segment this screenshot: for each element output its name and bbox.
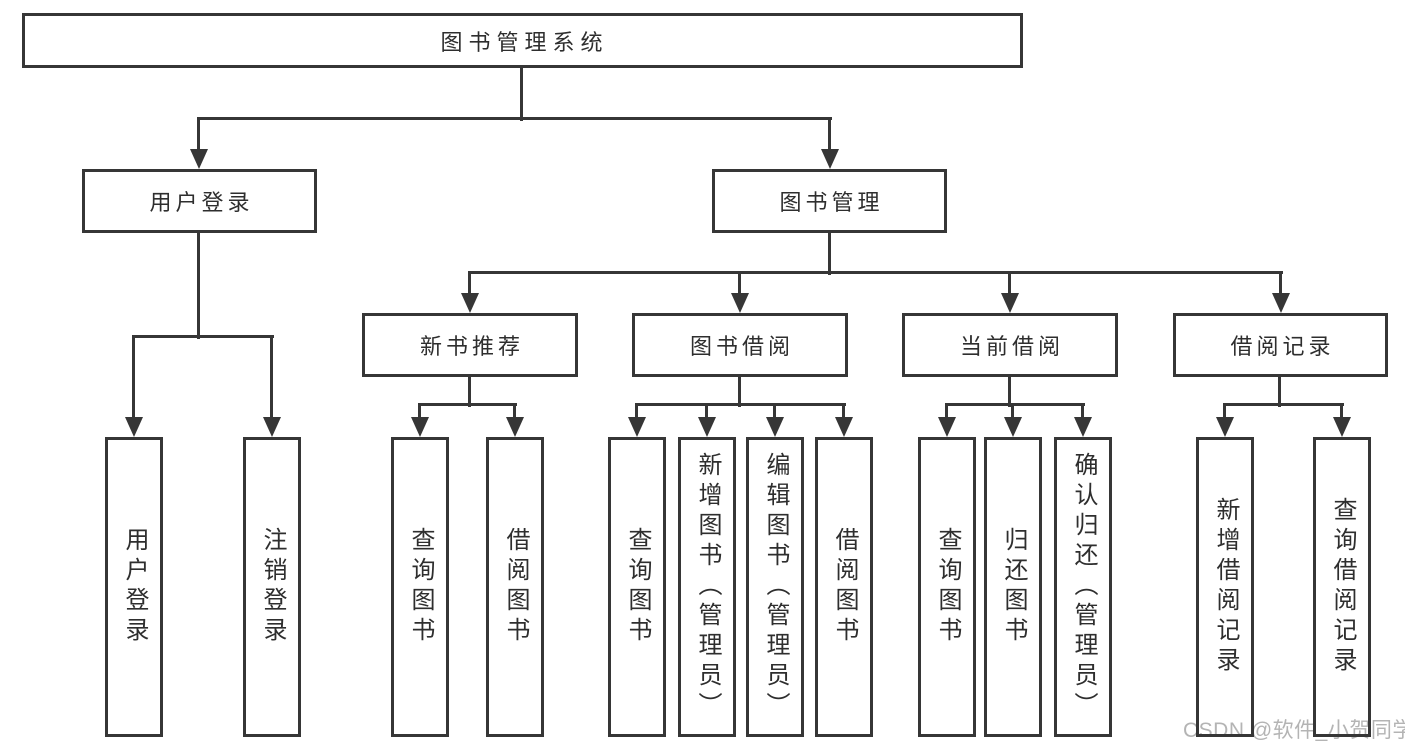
arrowhead-down-icon	[125, 417, 143, 437]
connector-arrow-stem	[828, 119, 831, 153]
connector-hline	[635, 403, 846, 406]
connector-hline	[1223, 403, 1344, 406]
arrowhead-down-icon	[938, 417, 956, 437]
connector-arrow-stem	[1279, 273, 1282, 297]
arrowhead-down-icon	[411, 417, 429, 437]
leaf-query-borrow-record: 查询借阅记录	[1313, 437, 1371, 737]
connector-arrow-stem	[513, 405, 516, 421]
connector-vline	[468, 377, 471, 407]
arrowhead-down-icon	[461, 293, 479, 313]
connector-arrow-stem	[635, 405, 638, 421]
arrowhead-down-icon	[1272, 293, 1290, 313]
node-book-management: 图书管理	[712, 169, 947, 233]
connector-hline	[945, 403, 1085, 406]
connector-arrow-stem	[468, 273, 471, 297]
arrowhead-down-icon	[506, 417, 524, 437]
connector-arrow-stem	[1081, 405, 1084, 421]
leaf-recommend-borrow-books: 借阅图书	[486, 437, 544, 737]
connector-hline	[418, 403, 517, 406]
arrowhead-down-icon	[766, 417, 784, 437]
arrowhead-down-icon	[1216, 417, 1234, 437]
connector-arrow-stem	[705, 405, 708, 421]
node-current-borrow: 当前借阅	[902, 313, 1118, 377]
leaf-logout: 注销登录	[243, 437, 301, 737]
leaf-borrow-add-books-admin: 新增图书（管理员）	[678, 437, 736, 737]
connector-arrow-stem	[945, 405, 948, 421]
connector-arrow-stem	[1011, 405, 1014, 421]
connector-arrow-stem	[1223, 405, 1226, 421]
connector-arrow-stem	[1340, 405, 1343, 421]
connector-arrow-stem	[132, 337, 135, 421]
connector-arrow-stem	[1008, 273, 1011, 297]
node-user-login: 用户登录	[82, 169, 317, 233]
connector-vline	[1008, 377, 1011, 407]
arrowhead-down-icon	[821, 149, 839, 169]
arrowhead-down-icon	[190, 149, 208, 169]
connector-arrow-stem	[842, 405, 845, 421]
connector-arrow-stem	[418, 405, 421, 421]
leaf-borrow-borrow-books: 借阅图书	[815, 437, 873, 737]
connector-arrow-stem	[738, 273, 741, 297]
arrowhead-down-icon	[731, 293, 749, 313]
connector-vline	[1278, 377, 1281, 407]
arrowhead-down-icon	[1001, 293, 1019, 313]
arrowhead-down-icon	[263, 417, 281, 437]
leaf-borrow-edit-books-admin: 编辑图书（管理员）	[746, 437, 804, 737]
arrowhead-down-icon	[835, 417, 853, 437]
leaf-current-confirm-return-admin: 确认归还（管理员）	[1054, 437, 1112, 737]
leaf-borrow-query-books: 查询图书	[608, 437, 666, 737]
connector-arrow-stem	[270, 337, 273, 421]
connector-vline	[197, 233, 200, 339]
node-new-book-recommend: 新书推荐	[362, 313, 578, 377]
arrowhead-down-icon	[628, 417, 646, 437]
arrowhead-down-icon	[698, 417, 716, 437]
connector-arrow-stem	[773, 405, 776, 421]
arrowhead-down-icon	[1004, 417, 1022, 437]
leaf-recommend-query-books: 查询图书	[391, 437, 449, 737]
connector-hline	[468, 271, 1283, 274]
leaf-add-borrow-record: 新增借阅记录	[1196, 437, 1254, 737]
leaf-current-query-books: 查询图书	[918, 437, 976, 737]
arrowhead-down-icon	[1074, 417, 1092, 437]
node-book-borrow: 图书借阅	[632, 313, 848, 377]
connector-arrow-stem	[197, 119, 200, 153]
node-library-system-root: 图书管理系统	[22, 13, 1023, 68]
connector-vline	[738, 377, 741, 407]
connector-vline	[828, 233, 831, 275]
node-borrow-record: 借阅记录	[1173, 313, 1388, 377]
connector-vline	[520, 68, 523, 121]
leaf-user-login: 用户登录	[105, 437, 163, 737]
leaf-current-return-books: 归还图书	[984, 437, 1042, 737]
arrowhead-down-icon	[1333, 417, 1351, 437]
watermark-text: CSDN @软件_小贺同学	[1183, 719, 1405, 742]
connector-hline	[197, 117, 832, 120]
connector-hline	[132, 335, 274, 338]
